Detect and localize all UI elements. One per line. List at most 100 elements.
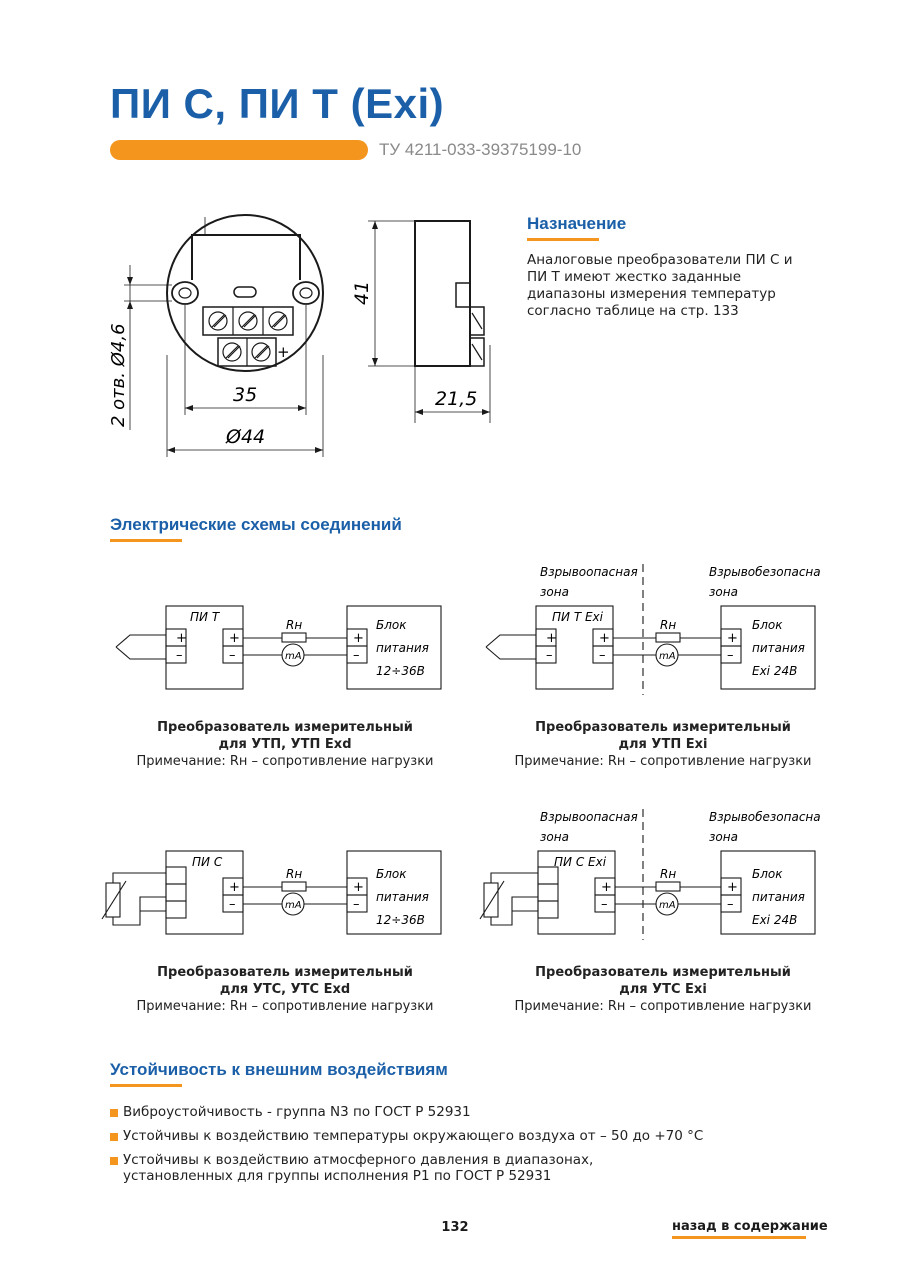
load-label: Rн — [660, 867, 676, 881]
terminal-plus: + — [599, 631, 610, 646]
plus-mark: + — [277, 343, 290, 361]
terminal-minus: – — [601, 897, 608, 912]
resistance-underline — [110, 1084, 182, 1087]
scheme-caption-2: Преобразователь измерительный для УТП Ex… — [488, 719, 838, 770]
resistance-heading: Устойчивость к внешним воздействиям — [110, 1060, 448, 1079]
scheme-pit: + – + – + – ПИ Т Rн mA Блок питания 12÷3… — [115, 605, 442, 690]
zone-label: Взрывобезопасная — [709, 565, 820, 579]
power-voltage-label: 12÷36В — [376, 913, 425, 927]
power-block-label: питания — [376, 890, 429, 904]
caption-title: Преобразователь измерительный — [157, 965, 413, 980]
terminal-minus: – — [176, 648, 183, 663]
device-label: ПИ Т — [190, 610, 221, 624]
ammeter-label: mA — [285, 651, 302, 662]
terminal-minus: – — [353, 897, 360, 912]
device-label: ПИ Т Exi — [552, 610, 604, 624]
terminal-minus: – — [353, 648, 360, 663]
terminal-minus: – — [599, 648, 606, 663]
list-item-text: Виброустойчивость - группа N3 по ГОСТ Р … — [123, 1104, 471, 1120]
dim-21-label: 21,5 — [435, 388, 477, 410]
bullet-square-icon — [110, 1109, 118, 1117]
scheme-pic: + – + – ПИ С Rн mA Блок питания 12÷36В — [101, 850, 442, 935]
purpose-heading: Назначение — [527, 214, 627, 233]
terminal-minus: – — [229, 648, 236, 663]
ammeter-label: mA — [659, 651, 676, 662]
power-block-label: Блок — [376, 618, 407, 632]
title-accent-bar — [110, 140, 368, 160]
caption-title: Преобразователь измерительный — [535, 965, 791, 980]
zone-label: Взрывоопасная — [540, 810, 638, 824]
purpose-underline — [527, 238, 599, 241]
load-label: Rн — [286, 867, 302, 881]
terminal-plus: + — [727, 880, 738, 895]
terminal-plus: + — [727, 631, 738, 646]
caption-subtitle: для УТП Exi — [618, 737, 708, 752]
power-voltage-label: Exi 24В — [752, 913, 797, 927]
zone-label: зона — [709, 585, 738, 599]
dim-35-label: 35 — [233, 384, 257, 406]
power-voltage-label: 12÷36В — [376, 664, 425, 678]
scheme-pit-exi: Взрывоопасная зона Взрывобезопасная зона… — [485, 564, 820, 695]
power-block-label: питания — [752, 641, 805, 655]
dim-44-label: Ø44 — [225, 426, 265, 448]
terminal-plus: + — [546, 631, 557, 646]
caption-note: Примечание: Rн – сопротивление нагрузки — [514, 754, 812, 769]
list-item-text: Устойчивы к воздействию атмосферного дав… — [123, 1152, 594, 1184]
zone-label: зона — [709, 830, 738, 844]
caption-subtitle: для УТС Exi — [619, 982, 707, 997]
terminal-minus: – — [229, 897, 236, 912]
dim-holes-label: 2 отв. Ø4,6 — [108, 323, 129, 427]
list-item: Устойчивы к воздействию температуры окру… — [110, 1128, 810, 1144]
caption-note: Примечание: Rн – сопротивление нагрузки — [514, 999, 812, 1014]
caption-subtitle: для УТС, УТС Exd — [219, 982, 351, 997]
terminal-plus: + — [176, 631, 187, 646]
back-to-contents-link[interactable]: назад в содержание — [672, 1219, 828, 1234]
caption-subtitle: для УТП, УТП Exd — [218, 737, 352, 752]
zone-label: Взрывоопасная — [540, 565, 638, 579]
caption-title: Преобразователь измерительный — [535, 720, 791, 735]
list-item-text: Устойчивы к воздействию температуры окру… — [123, 1128, 704, 1144]
terminal-plus: + — [229, 880, 240, 895]
scheme-caption-1: Преобразователь измерительный для УТП, У… — [110, 719, 460, 770]
terminal-plus: + — [229, 631, 240, 646]
power-block-label: питания — [752, 890, 805, 904]
dim-41-label: 41 — [351, 281, 373, 305]
caption-note: Примечание: Rн – сопротивление нагрузки — [136, 999, 434, 1014]
ammeter-label: mA — [285, 900, 302, 911]
terminal-minus: – — [727, 897, 734, 912]
device-label: ПИ С — [192, 855, 223, 869]
zone-label: зона — [540, 585, 569, 599]
power-block-label: Блок — [752, 867, 783, 881]
list-item: Виброустойчивость - группа N3 по ГОСТ Р … — [110, 1104, 810, 1120]
scheme-caption-4: Преобразователь измерительный для УТС Ex… — [488, 964, 838, 1015]
bullet-square-icon — [110, 1133, 118, 1141]
device-label: ПИ С Exi — [554, 855, 607, 869]
terminal-minus: – — [727, 648, 734, 663]
back-link-underline — [672, 1236, 806, 1239]
load-label: Rн — [286, 618, 302, 632]
ammeter-label: mA — [659, 900, 676, 911]
page-number: 132 — [441, 1220, 469, 1235]
scheme-caption-3: Преобразователь измерительный для УТС, У… — [110, 964, 460, 1015]
list-item: Устойчивы к воздействию атмосферного дав… — [110, 1152, 703, 1184]
terminal-plus: + — [353, 631, 364, 646]
caption-title: Преобразователь измерительный — [157, 720, 413, 735]
power-voltage-label: Exi 24В — [752, 664, 797, 678]
caption-note: Примечание: Rн – сопротивление нагрузки — [136, 754, 434, 769]
terminal-plus: + — [353, 880, 364, 895]
scheme-pic-exi: Взрывоопасная зона Взрывобезопасная зона… — [479, 809, 820, 940]
terminal-minus: – — [546, 648, 553, 663]
bullet-square-icon — [110, 1157, 118, 1165]
page-title: ПИ С, ПИ Т (Exi) — [110, 80, 445, 127]
purpose-text: Аналоговые преобразователи ПИ С и ПИ Т и… — [527, 252, 793, 319]
dimension-drawing: 2 отв. Ø4,6 35 Ø44 41 21,5 + — [108, 214, 491, 457]
power-block-label: питания — [376, 641, 429, 655]
spec-code: ТУ 4211-033-39375199-10 — [379, 140, 582, 159]
power-block-label: Блок — [376, 867, 407, 881]
terminal-plus: + — [601, 880, 612, 895]
zone-label: Взрывобезопасная — [709, 810, 820, 824]
power-block-label: Блок — [752, 618, 783, 632]
resistance-list: Виброустойчивость - группа N3 по ГОСТ Р … — [110, 1104, 810, 1192]
zone-label: зона — [540, 830, 569, 844]
